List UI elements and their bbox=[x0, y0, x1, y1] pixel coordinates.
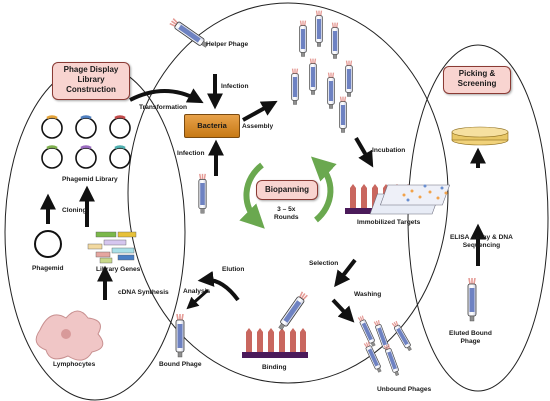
picking-title-line1: Picking & bbox=[458, 69, 496, 78]
cloning-label: Cloning bbox=[62, 207, 87, 214]
biopanning-title: Biopanning bbox=[256, 180, 318, 200]
eluted-bound-phage-icon bbox=[467, 278, 477, 322]
cycle-arrow-right bbox=[310, 156, 337, 223]
infection-left-label: Infection bbox=[177, 150, 205, 157]
washing-label: Washing bbox=[354, 291, 382, 298]
eluted-bound-phage-label: Eluted Bound Phage bbox=[449, 330, 492, 346]
bound-phage-icon bbox=[175, 314, 185, 358]
library-genes-label: Library Genes bbox=[96, 266, 141, 273]
construction-title-line3: Construction bbox=[66, 85, 116, 94]
assembly-label: Assembly bbox=[242, 123, 274, 130]
phagemid-label: Phagemid bbox=[32, 265, 64, 272]
library-genes-icon bbox=[87, 231, 137, 264]
construction-title-line1: Phage Display bbox=[63, 65, 119, 74]
assembled-phages-icon bbox=[290, 10, 354, 134]
picking-title: Picking & Screening bbox=[443, 66, 511, 94]
petri-dish-icon bbox=[451, 126, 509, 146]
screening-circle bbox=[407, 44, 549, 392]
elisa-plates-icon bbox=[369, 184, 451, 215]
phagemid-icon bbox=[34, 230, 62, 258]
selection-label: Selection bbox=[309, 260, 339, 267]
bacteria-label: Bacteria bbox=[197, 121, 227, 130]
unbound-phages-label: Unbound Phages bbox=[377, 386, 432, 393]
phagemid-library-label: Phagemid Library bbox=[62, 176, 118, 183]
rounds-line1: 3 – 5x bbox=[277, 206, 296, 213]
biopanning-circle bbox=[127, 2, 449, 384]
elisa-line2: Sequencing bbox=[462, 242, 501, 249]
incubation-label: Incubation bbox=[372, 147, 406, 154]
elisa-line1: ELISA Assay & DNA bbox=[450, 234, 513, 241]
eluted-line2: Phage bbox=[460, 338, 481, 345]
rounds-line2: Rounds bbox=[274, 214, 299, 221]
construction-title-line2: Library bbox=[77, 75, 105, 84]
picking-title-line2: Screening bbox=[457, 79, 497, 88]
transformation-label: Transformation bbox=[139, 104, 187, 111]
immobilized-targets-label: Immobilized Targets bbox=[357, 219, 421, 226]
biopanning-title-text: Biopanning bbox=[265, 185, 309, 194]
helper-phage-label: Helper Phage bbox=[206, 41, 249, 48]
infection-phage-icon bbox=[198, 173, 207, 215]
bacteria-node: Bacteria bbox=[184, 114, 240, 138]
phagemid-library-icon bbox=[41, 115, 131, 169]
helper-phage-icon bbox=[168, 17, 210, 50]
elisa-label: ELISA Assay & DNA Sequencing bbox=[450, 234, 513, 250]
binding-icon bbox=[242, 290, 309, 358]
construction-title: Phage Display Library Construction bbox=[52, 62, 130, 100]
rounds-label: 3 – 5x Rounds bbox=[274, 206, 299, 222]
unbound-phages-icon bbox=[356, 314, 414, 377]
cycle-arrow-left bbox=[239, 162, 265, 229]
eluted-line1: Eluted Bound bbox=[449, 330, 492, 337]
binding-label: Binding bbox=[262, 364, 287, 371]
cdna-synthesis-label: cDNA Synthesis bbox=[118, 289, 169, 296]
analysis-label: Analysis bbox=[183, 288, 211, 295]
bound-phage-label: Bound Phage bbox=[159, 361, 202, 368]
elution-label: Elution bbox=[222, 266, 245, 273]
infection-top-label: Infection bbox=[221, 83, 249, 90]
lymphocytes-label: Lymphocytes bbox=[53, 361, 96, 368]
